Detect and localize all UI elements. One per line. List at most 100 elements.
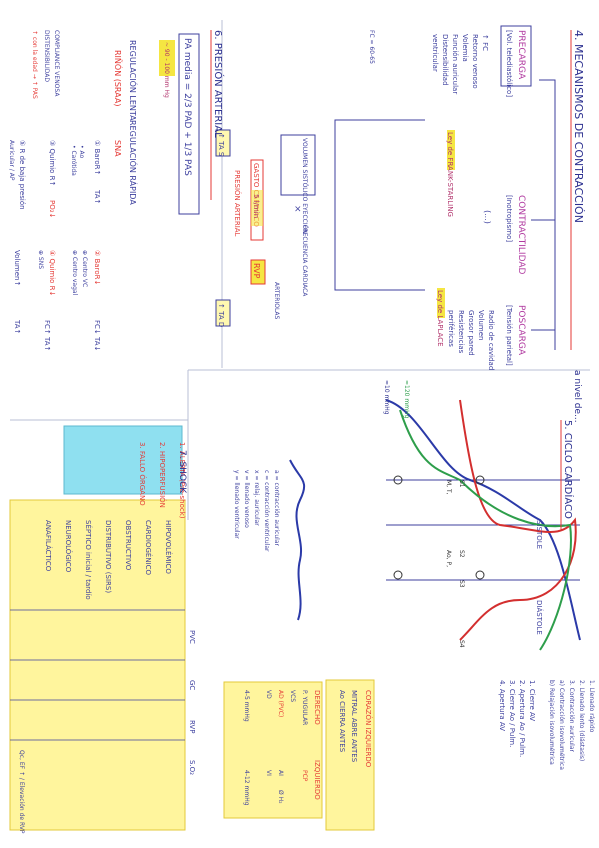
izq-title: CORAZÓN IZQUIERDO	[364, 690, 373, 768]
poscarga-item: Resistencias	[457, 310, 465, 354]
aortic-pressure-curve	[385, 399, 581, 641]
poscarga-item: periféricas	[447, 310, 455, 347]
stage-label: 2. HIPOPERFUSIÓN	[158, 442, 167, 508]
ventricular-pressure-curve	[459, 399, 577, 641]
presion-arterial-label: PRESIÓN ARTERIAL	[233, 170, 242, 237]
centro-vc-label: ⊕ Centro VC	[81, 250, 88, 287]
poscarga-item: Radio de cavidad	[487, 310, 495, 370]
shock-row: SÉPTICO inicial / tardío	[84, 520, 93, 600]
pa-range: ~ 90 - 100 mm Hg	[163, 42, 170, 98]
s1-label: S1	[458, 480, 465, 488]
rbp-label: ⑤ R de baja presión	[18, 140, 26, 210]
poscarga-def: [Tensión parietal]	[505, 305, 513, 366]
p12-label: 4-12 mmHg	[243, 770, 250, 806]
valve-point	[475, 475, 485, 485]
ad-label: AD (PVC)	[277, 690, 284, 717]
gasto-highlight	[251, 190, 263, 226]
tad-box	[215, 299, 231, 327]
jvp-label: x = relaj. auricular	[253, 470, 260, 526]
tas-box	[215, 129, 231, 157]
pao2-label: PO₂↓	[48, 200, 56, 218]
s4-label: S4	[458, 640, 465, 648]
s4-title-tail: a nivel de...	[572, 370, 582, 423]
volumen-box	[280, 134, 316, 196]
precarga-item: ↑ FC	[481, 34, 489, 51]
contractilidad-def: [Inotropismo]	[505, 195, 513, 242]
izquierdo-label: IZQUIERDO	[313, 760, 321, 800]
centro-vagal-label: ⊕ Centro vagal	[71, 250, 78, 296]
precarga-item: ventricular	[431, 34, 439, 72]
precarga-item: Función auricular	[451, 34, 459, 94]
carotida-label: • Carótida	[70, 145, 77, 176]
left-heart-box	[325, 679, 375, 831]
shock-table-bg	[9, 499, 186, 831]
volumen-up-label: Volumen↑	[13, 250, 21, 286]
vcs-label: VCS	[289, 690, 296, 702]
rvp-box	[250, 259, 266, 285]
phase-label: 3. Contracción auricular	[568, 680, 575, 752]
mmhg120-label: ≈120 mmHg	[403, 380, 410, 419]
shock-row: HIPOVOLÉMICO	[164, 520, 173, 574]
pressures-box	[223, 681, 323, 819]
pcp-label: PCP	[301, 770, 308, 782]
multiply-sign: ×	[292, 205, 302, 213]
pa-formula: PA media = 2/3 PAD + 1/3 PAS	[182, 38, 192, 176]
s6-title: 6. PRESIÓN ARTERIAL	[212, 30, 225, 138]
phase-label: 1. Llenado rápido	[588, 680, 595, 733]
shock-note: Qc, EF ↑ / Elevación de RVP	[18, 750, 25, 834]
frecuencia-label: FRECUENCIA CARDIACA	[301, 225, 308, 297]
ta-up-label: TA↑	[13, 319, 21, 334]
precarga-item: Distensibilidad	[441, 34, 449, 86]
fc-down-label: FC↓ TA↓	[93, 320, 101, 351]
p15-label: 4-5 mmHg	[243, 690, 250, 722]
shock-stages-box	[63, 425, 183, 495]
atrial-pressure-curve	[399, 409, 572, 651]
valve-point	[475, 570, 485, 580]
pa-note: ↑ con la edad → ↑ PAS	[31, 30, 38, 99]
volumen-label: VOLUMEN SISTÓLICO EYECCIÓN	[301, 138, 308, 234]
lenta-label: REGULACIÓN LENTA	[128, 40, 139, 121]
distensibilidad-label: DISTENSIBILIDAD	[43, 30, 50, 82]
valve-label: 2. Apertura Ao / Pulm.	[518, 680, 526, 757]
shock-col: GC	[188, 680, 196, 690]
jvp-label: v = llenado venoso	[243, 470, 250, 528]
sistole-label: SÍSTOLE	[535, 520, 544, 549]
phase-label: 2. Llenado lento (diástasis)	[578, 680, 585, 761]
frank-label: Ley de FRANK-STARLING	[446, 132, 454, 217]
contractilidad-dots: (...)	[483, 210, 492, 224]
fc-up-label: FC↑ TA↑	[43, 320, 51, 351]
shock-col: PVC	[188, 630, 196, 644]
formula-box	[178, 33, 200, 215]
s5-title: 5. CICLO CARDÍACO	[562, 420, 575, 519]
precarga-box	[500, 25, 532, 87]
rinon-label: RIÑÓN (SRAA)	[113, 50, 124, 106]
stage-label: 3. FALLO ÓRGANO	[138, 442, 147, 506]
s2-label: S2	[458, 550, 465, 558]
poscarga-item: Grosor pared	[467, 310, 475, 356]
bracket-line	[334, 119, 425, 291]
vi-label: VI	[265, 770, 272, 776]
phase-label: b) Relajación isovolumétrica	[548, 680, 555, 765]
tas-label: ↑ TA S	[217, 133, 225, 157]
rapida-label: REGULACIÓN RÁPIDA	[128, 120, 139, 205]
ph-label: Ø H₂	[277, 790, 284, 804]
phase-label: a) Contracción isovolumétrica	[558, 680, 565, 770]
shock-row: CARDIOGÉNICO	[144, 520, 153, 576]
ai-label: AI	[277, 770, 284, 776]
valve-label: 3. Cierre Ao / Pulm.	[508, 680, 516, 747]
shock-row: ANAFILÁCTICO	[44, 520, 53, 572]
pa-up-label: TA↑	[93, 189, 101, 204]
valve-label: 4. Apertura AV	[498, 680, 506, 731]
mt-label: M, T,	[445, 480, 452, 495]
poscarga-item: Volumen	[477, 310, 485, 340]
arteriolas-label: ARTERIOLAS	[273, 282, 280, 320]
tad-label: ↑ TA D	[217, 303, 225, 327]
s4-title: 4. MECANISMOS DE CONTRACCIÓN	[572, 30, 585, 223]
contractilidad-label: CONTRACTILIDAD	[516, 195, 526, 275]
valve-point	[393, 475, 403, 485]
baro1-label: ① BaroR↑	[93, 140, 101, 175]
sns-label: ⊕ SNS	[37, 250, 44, 269]
diastole-label: DIÁSTOLE	[535, 600, 544, 635]
